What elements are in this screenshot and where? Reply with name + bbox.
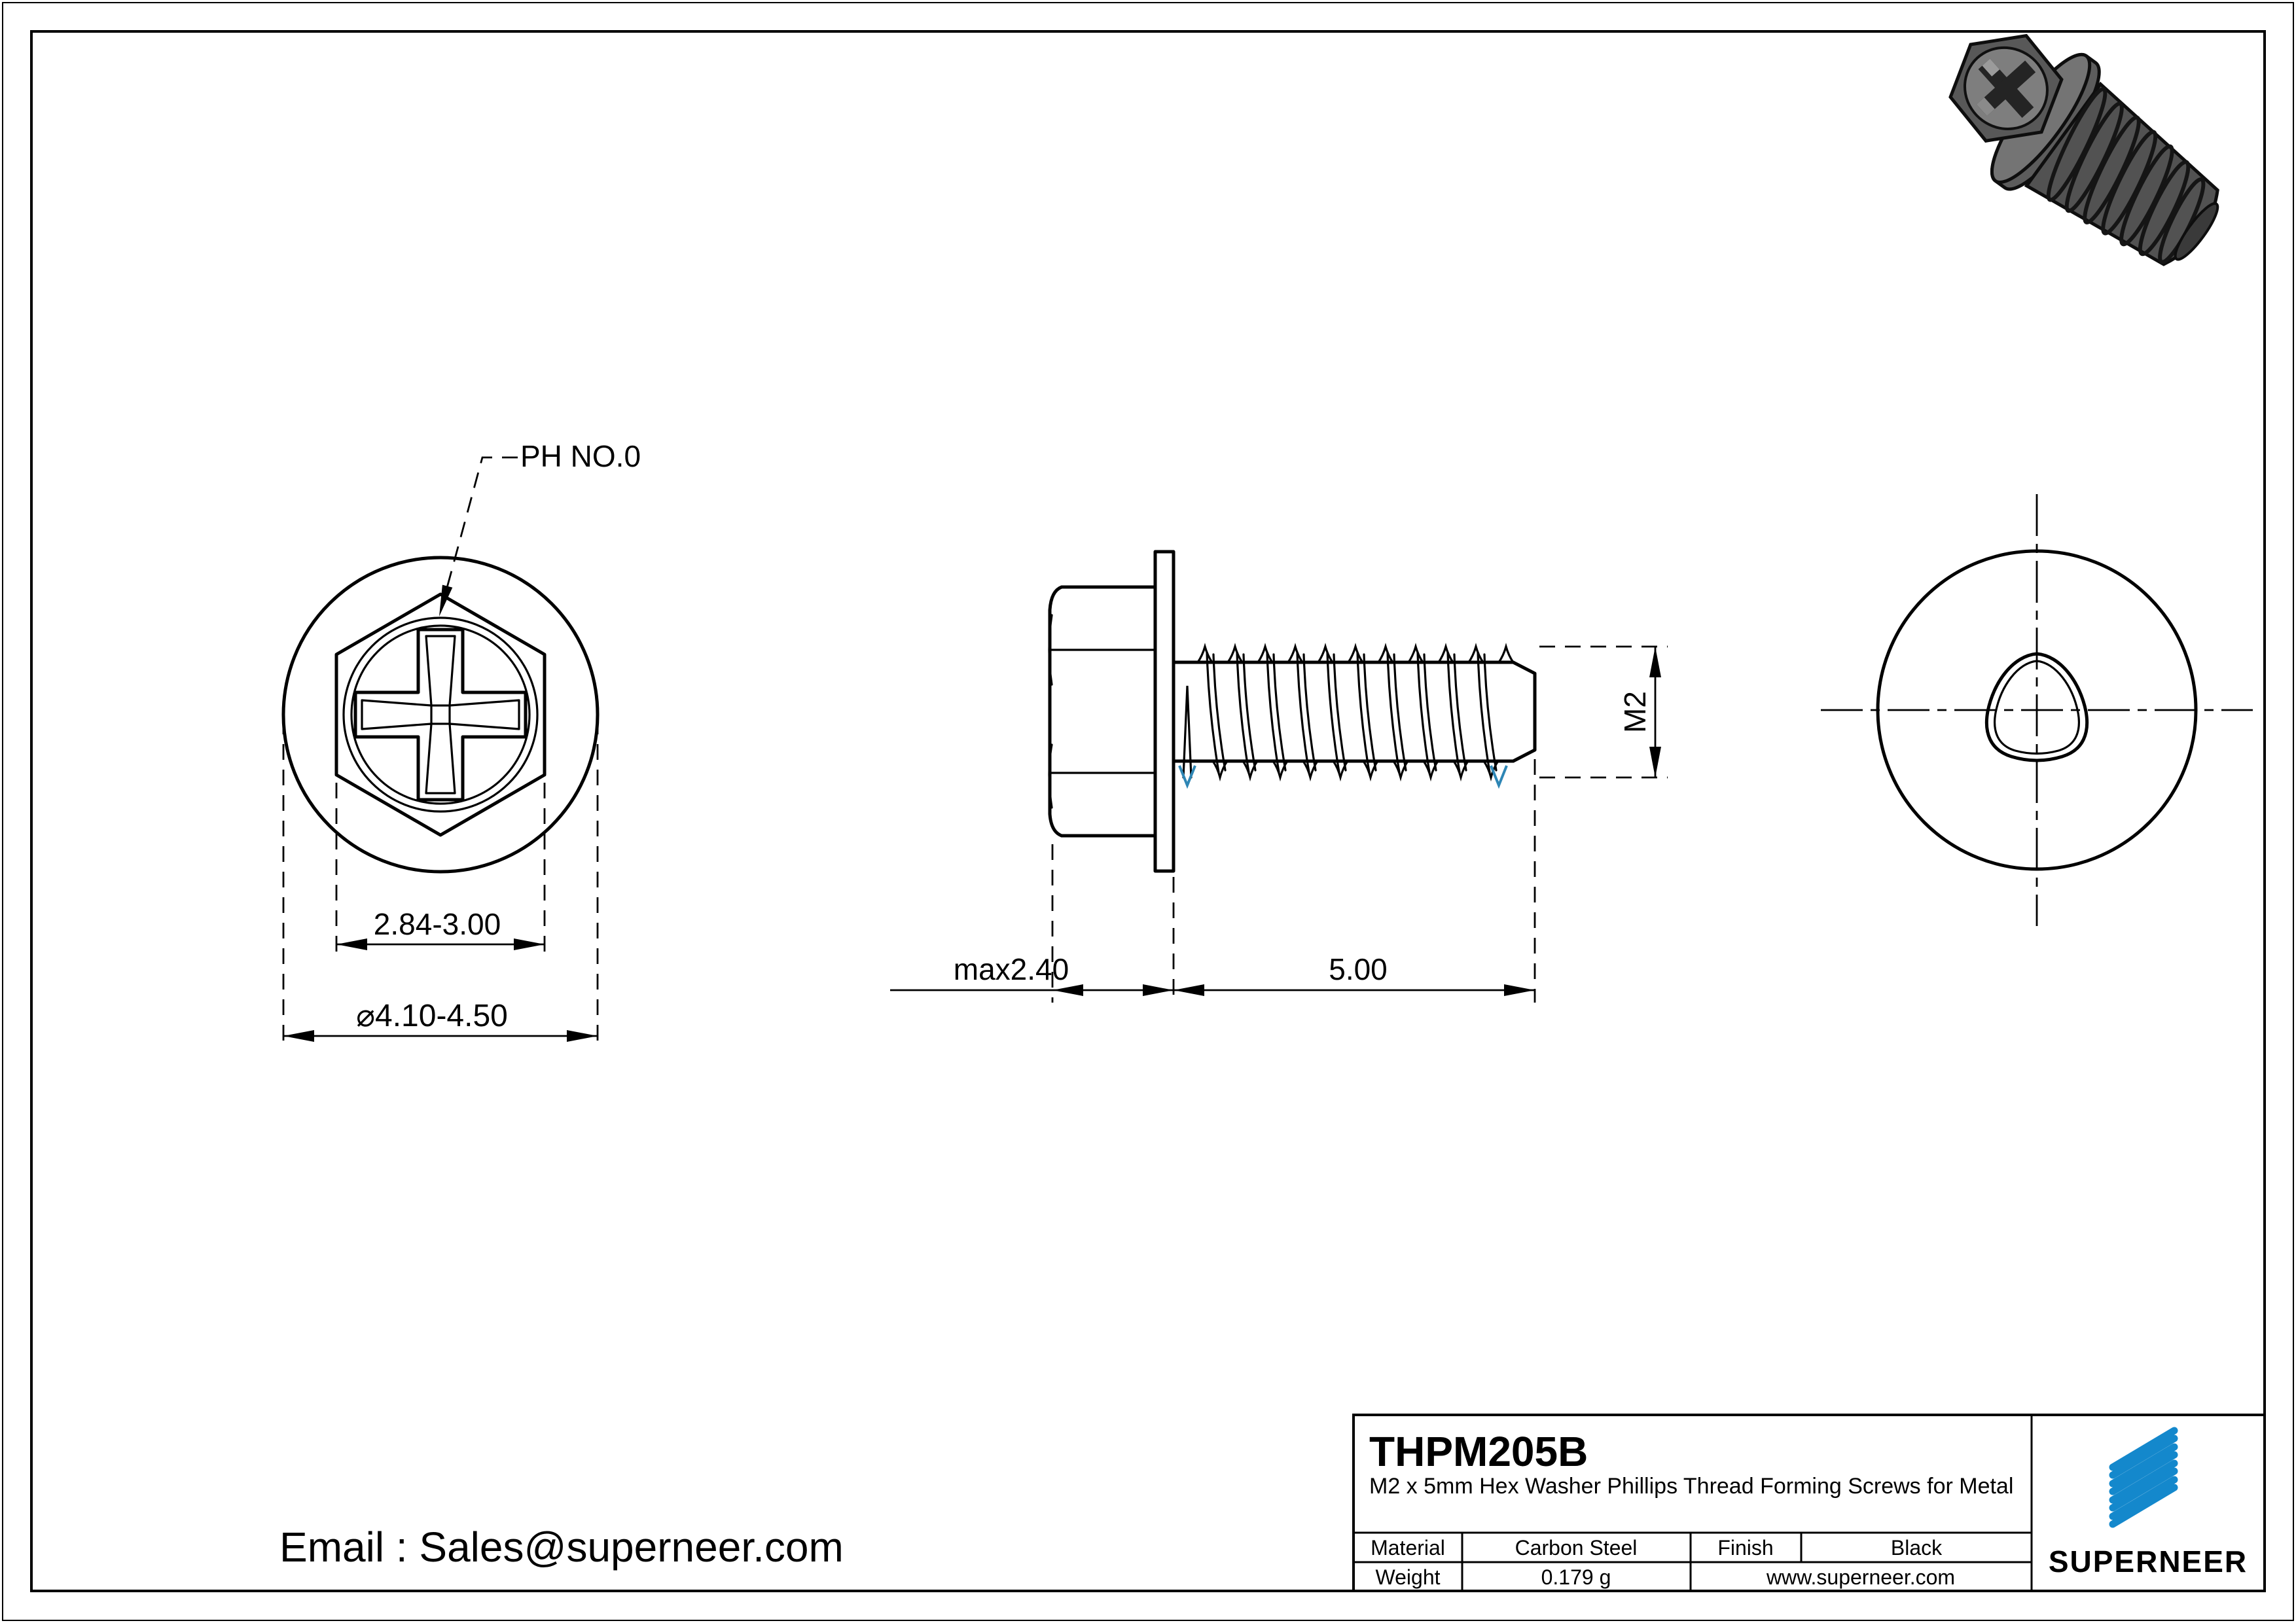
trilobe-outer	[1984, 652, 2089, 762]
thread-flank-lines	[1206, 651, 1498, 774]
weight-label: Weight	[1375, 1565, 1440, 1589]
title-block-frame	[1352, 1414, 2266, 1592]
hex-outline	[334, 592, 547, 837]
washer-flange-circle	[281, 556, 600, 874]
thread-crests-bottom	[1211, 760, 1499, 782]
hex-head-facet-lines	[1049, 649, 1157, 774]
brand-name: SUPERNEER	[2049, 1544, 2248, 1578]
thread-runout-spike	[1182, 685, 1193, 779]
render-3d	[1948, 33, 2219, 266]
dim-head-height: max2.40	[890, 844, 1535, 1003]
thread-root-mark-left	[1178, 765, 1196, 789]
part-description: M2 x 5mm Hex Washer Phillips Thread Form…	[1369, 1474, 2013, 1499]
finish-label: Finish	[1717, 1536, 1773, 1560]
dim-across-flats-text: 2.84-3.00	[374, 907, 501, 941]
dim-across-flats: 2.84-3.00	[335, 783, 546, 959]
thread-tip	[1511, 660, 1537, 763]
thread-root-mark-right	[1490, 765, 1508, 789]
part-number: THPM205B	[1369, 1428, 1588, 1475]
phillips-cross-wings	[361, 635, 520, 794]
hex-head-corner-arcs	[1048, 614, 1053, 809]
phillips-cross-outline	[353, 628, 528, 802]
weight-value: 0.179 g	[1541, 1565, 1611, 1589]
inner-border	[30, 30, 2266, 1592]
head-dome-circle-inner	[350, 624, 531, 805]
trilobe-inner	[1994, 660, 2080, 755]
drive-callout: PH NO.0	[438, 439, 641, 617]
flange-circle-end	[1876, 549, 2198, 871]
extension-lines	[1539, 645, 1668, 779]
material-label: Material	[1371, 1536, 1445, 1560]
dim-thread-size: M2	[1539, 645, 1668, 779]
thread-crests-top	[1196, 643, 1515, 664]
front-view: PH NO.0 2.84-3.00 ⌀4.10-4.50	[281, 439, 641, 1050]
dim-arrows	[1649, 647, 1661, 777]
leader-line	[438, 456, 518, 617]
dim-arrows	[1052, 984, 1174, 996]
title-block: THPM205B M2 x 5mm Hex Washer Phillips Th…	[1352, 1414, 2266, 1592]
phillips-center-square	[430, 704, 451, 725]
material-value: Carbon Steel	[1515, 1536, 1638, 1560]
side-view: max2.40 5.00 M2	[890, 550, 1668, 1003]
finish-value: Black	[1891, 1536, 1943, 1560]
head-dome-circle-outer	[342, 616, 539, 813]
tip-3d	[2174, 202, 2219, 261]
phillips-3d	[1976, 58, 2036, 118]
extension-lines	[282, 719, 599, 1050]
website-link: www.superneer.com	[1766, 1565, 1955, 1589]
email-text: Email : Sales@superneer.com	[279, 1524, 844, 1571]
hex-head-side	[1048, 585, 1157, 838]
drive-label: PH NO.0	[520, 439, 641, 473]
dim-head-height-text: max2.40	[954, 952, 1069, 986]
extension-lines	[335, 783, 546, 959]
dim-thread-length-text: 5.00	[1329, 952, 1388, 986]
dim-thread-size-text: M2	[1618, 691, 1652, 733]
end-view	[1821, 494, 2253, 926]
logo-stripes-icon	[2109, 1427, 2178, 1528]
title-block-grid	[1354, 1415, 2033, 1591]
extension-lines	[1051, 844, 1175, 1003]
leader-arrow	[439, 584, 453, 616]
dim-head-diameter: ⌀4.10-4.50	[282, 719, 599, 1050]
superneer-logo: SUPERNEER	[2049, 1427, 2248, 1578]
dim-thread-length: 5.00	[1174, 759, 1536, 1003]
dim-head-diameter-text: ⌀4.10-4.50	[356, 999, 508, 1033]
washer-flange-side	[1153, 550, 1175, 873]
